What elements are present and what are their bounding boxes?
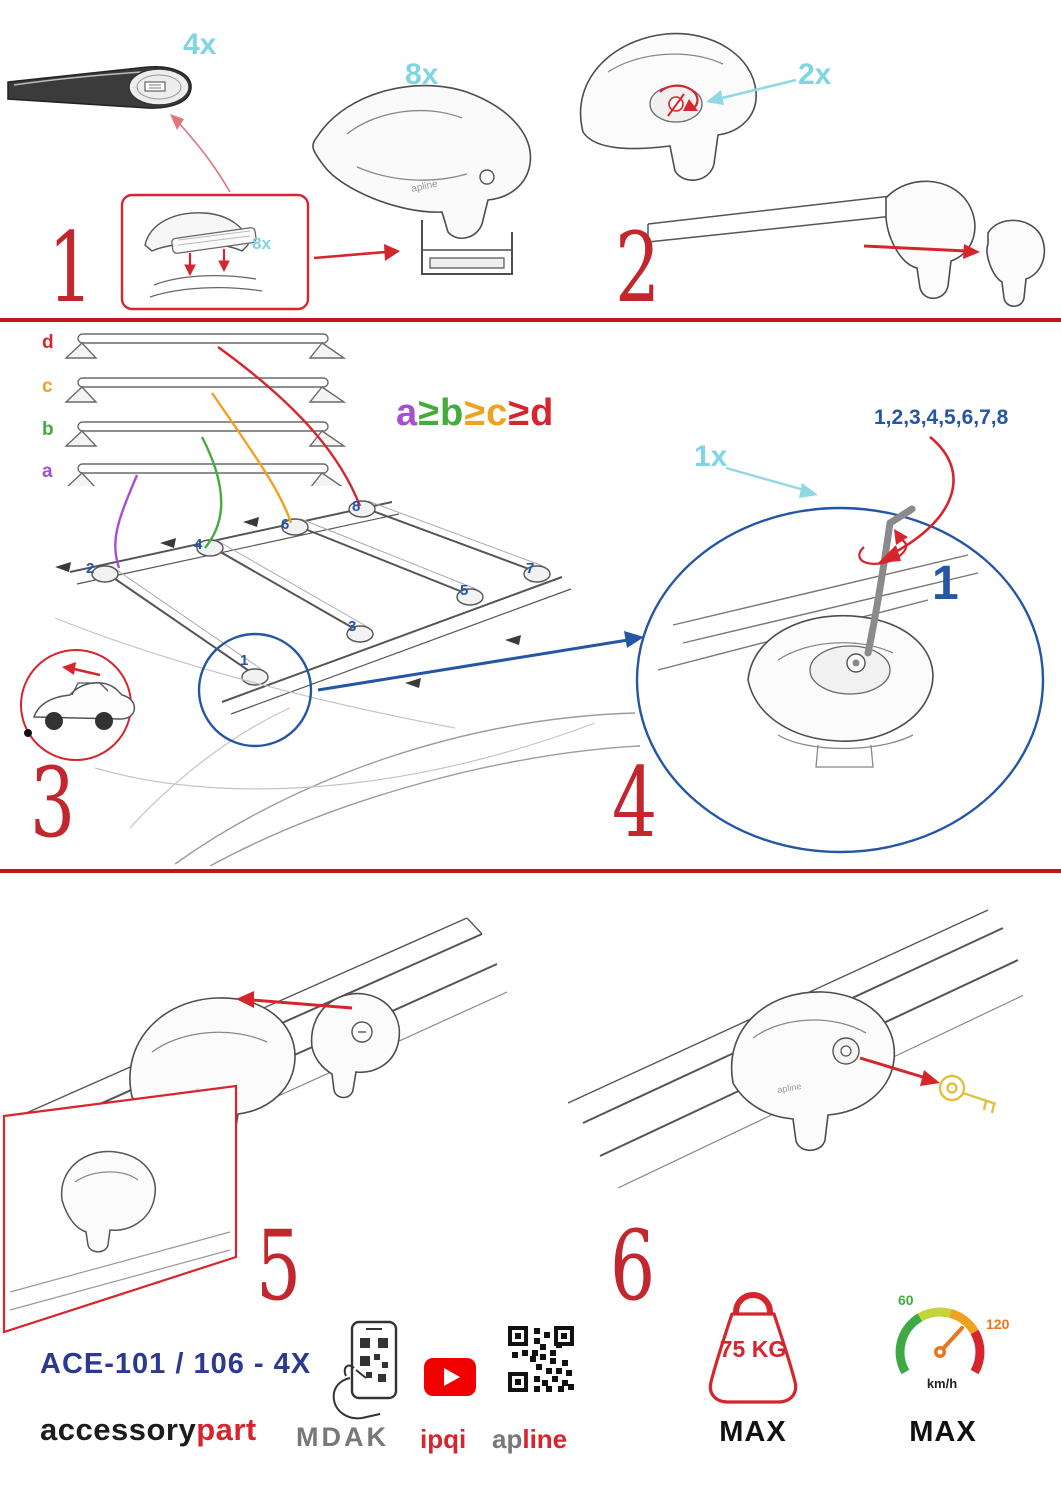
bar-b-route — [200, 436, 223, 549]
section-divider-1 — [0, 318, 1061, 322]
bar-label-c: c — [42, 376, 53, 397]
key-insert-arrow — [859, 1056, 940, 1086]
roof-position-7: 7 — [526, 560, 535, 577]
position-1-highlight-circle — [197, 632, 313, 748]
formula-d: d — [530, 392, 555, 434]
section1-arrows — [170, 78, 797, 261]
roof-position-8: 8 — [352, 498, 361, 515]
apline-logo: apline — [492, 1424, 567, 1455]
key-icon — [938, 1074, 997, 1114]
formula-a: a — [396, 392, 419, 434]
brand-part: part — [196, 1412, 257, 1447]
ipqi-logo: ipqi — [420, 1424, 467, 1454]
scan-qr-phone-icon — [332, 1320, 398, 1420]
cover-slide-arrow — [236, 991, 353, 1010]
qr-code-icon — [508, 1326, 574, 1392]
bar-endcap-assembly-illustration — [647, 180, 1046, 308]
roof-position-2: 2 — [86, 560, 95, 577]
2x-leader-arrow — [706, 78, 797, 105]
bar-d-route — [217, 346, 362, 507]
foot-knob-illustration — [579, 32, 757, 181]
roof-position-3: 3 — [348, 618, 357, 635]
weight-limit-max-label: MAX — [719, 1416, 787, 1448]
roof-position-1: 1 — [240, 652, 249, 669]
crossbar-profile-illustration — [7, 66, 192, 109]
hex-key-icon — [864, 505, 916, 657]
formula-c: c — [486, 392, 509, 434]
car-front-arrow — [62, 662, 101, 677]
gauge-120-label: 120 — [986, 1316, 1010, 1332]
tighten-sequence-label: 1,2,3,4,5,6,7,8 — [874, 406, 1009, 429]
bar-order-formula: a≥b≥c≥d — [396, 392, 554, 435]
youtube-icon — [424, 1358, 476, 1396]
gauge-unit-label: km/h — [926, 1376, 958, 1391]
gauge-60-label: 60 — [898, 1292, 914, 1308]
apline-line: line — [522, 1424, 568, 1454]
mdak-logo: MDAK — [296, 1422, 389, 1452]
bar-quantity-label: 4x — [183, 28, 217, 61]
roof-position-6: 6 — [281, 516, 290, 533]
step-6-number: 6 — [610, 1210, 656, 1322]
weight-limit-icon — [708, 1292, 798, 1404]
bar-c-route — [211, 392, 293, 524]
formula-ge1: ≥ — [418, 392, 440, 434]
roof-position-4: 4 — [194, 536, 203, 553]
formula-b: b — [440, 392, 465, 434]
bar-a-route — [114, 474, 139, 569]
foot-logo-text-2: apline — [777, 1081, 802, 1095]
lock-key-illustration: apline — [567, 909, 1023, 1189]
clamp-illustration: apline — [312, 84, 532, 275]
knob-quantity-label: 2x — [798, 58, 832, 91]
pad-inset-box — [120, 193, 310, 311]
bar-to-inset-leader — [170, 114, 231, 193]
tightening-detail-illustration — [635, 505, 1045, 854]
tool-quantity-label: 1x — [694, 440, 728, 473]
model-code: ACE-101 / 106 - 4X — [40, 1348, 312, 1380]
formula-ge2: ≥ — [464, 392, 487, 434]
foot-detail-box — [2, 1084, 238, 1334]
roof-overview-illustration — [54, 500, 641, 866]
speed-limit-max-label: MAX — [909, 1416, 977, 1448]
inset-to-clamp-arrow — [313, 244, 400, 261]
bar-label-d: d — [42, 332, 54, 353]
weight-limit-value: 75 KG — [719, 1336, 787, 1362]
gauge-needle — [934, 1326, 964, 1358]
clamp-quantity-label: 8x — [405, 58, 439, 91]
pad-quantity-label: 8x — [252, 234, 271, 253]
apline-ap: ap — [492, 1424, 523, 1454]
car-direction-icon — [20, 649, 136, 761]
section-divider-2 — [0, 869, 1061, 873]
step-5-number: 5 — [256, 1210, 302, 1322]
speed-limit-gauge-icon — [895, 1307, 985, 1375]
brand-accessory: accessory — [40, 1412, 197, 1447]
formula-ge3: ≥ — [508, 392, 531, 434]
step-2-number: 2 — [615, 212, 661, 324]
sequence-arrow — [878, 435, 955, 563]
zoom-arrow — [317, 631, 644, 692]
attach-arrow — [863, 244, 980, 259]
step-4-number: 4 — [612, 747, 658, 859]
bar-label-a: a — [42, 461, 53, 482]
knob-rotation-arrow — [659, 84, 699, 117]
step-1-number: 1 — [48, 212, 94, 324]
1x-leader-arrow — [725, 466, 818, 498]
step-3-number: 3 — [30, 747, 76, 859]
brand-logo: accessorypart — [40, 1412, 257, 1448]
section2-arrows — [114, 346, 955, 692]
lock-cylinder-icon — [832, 1037, 860, 1065]
bar-label-b: b — [42, 419, 54, 440]
first-position-label: 1 — [932, 557, 959, 610]
roof-position-5: 5 — [460, 582, 469, 599]
pad-insert-arrows — [184, 249, 230, 277]
